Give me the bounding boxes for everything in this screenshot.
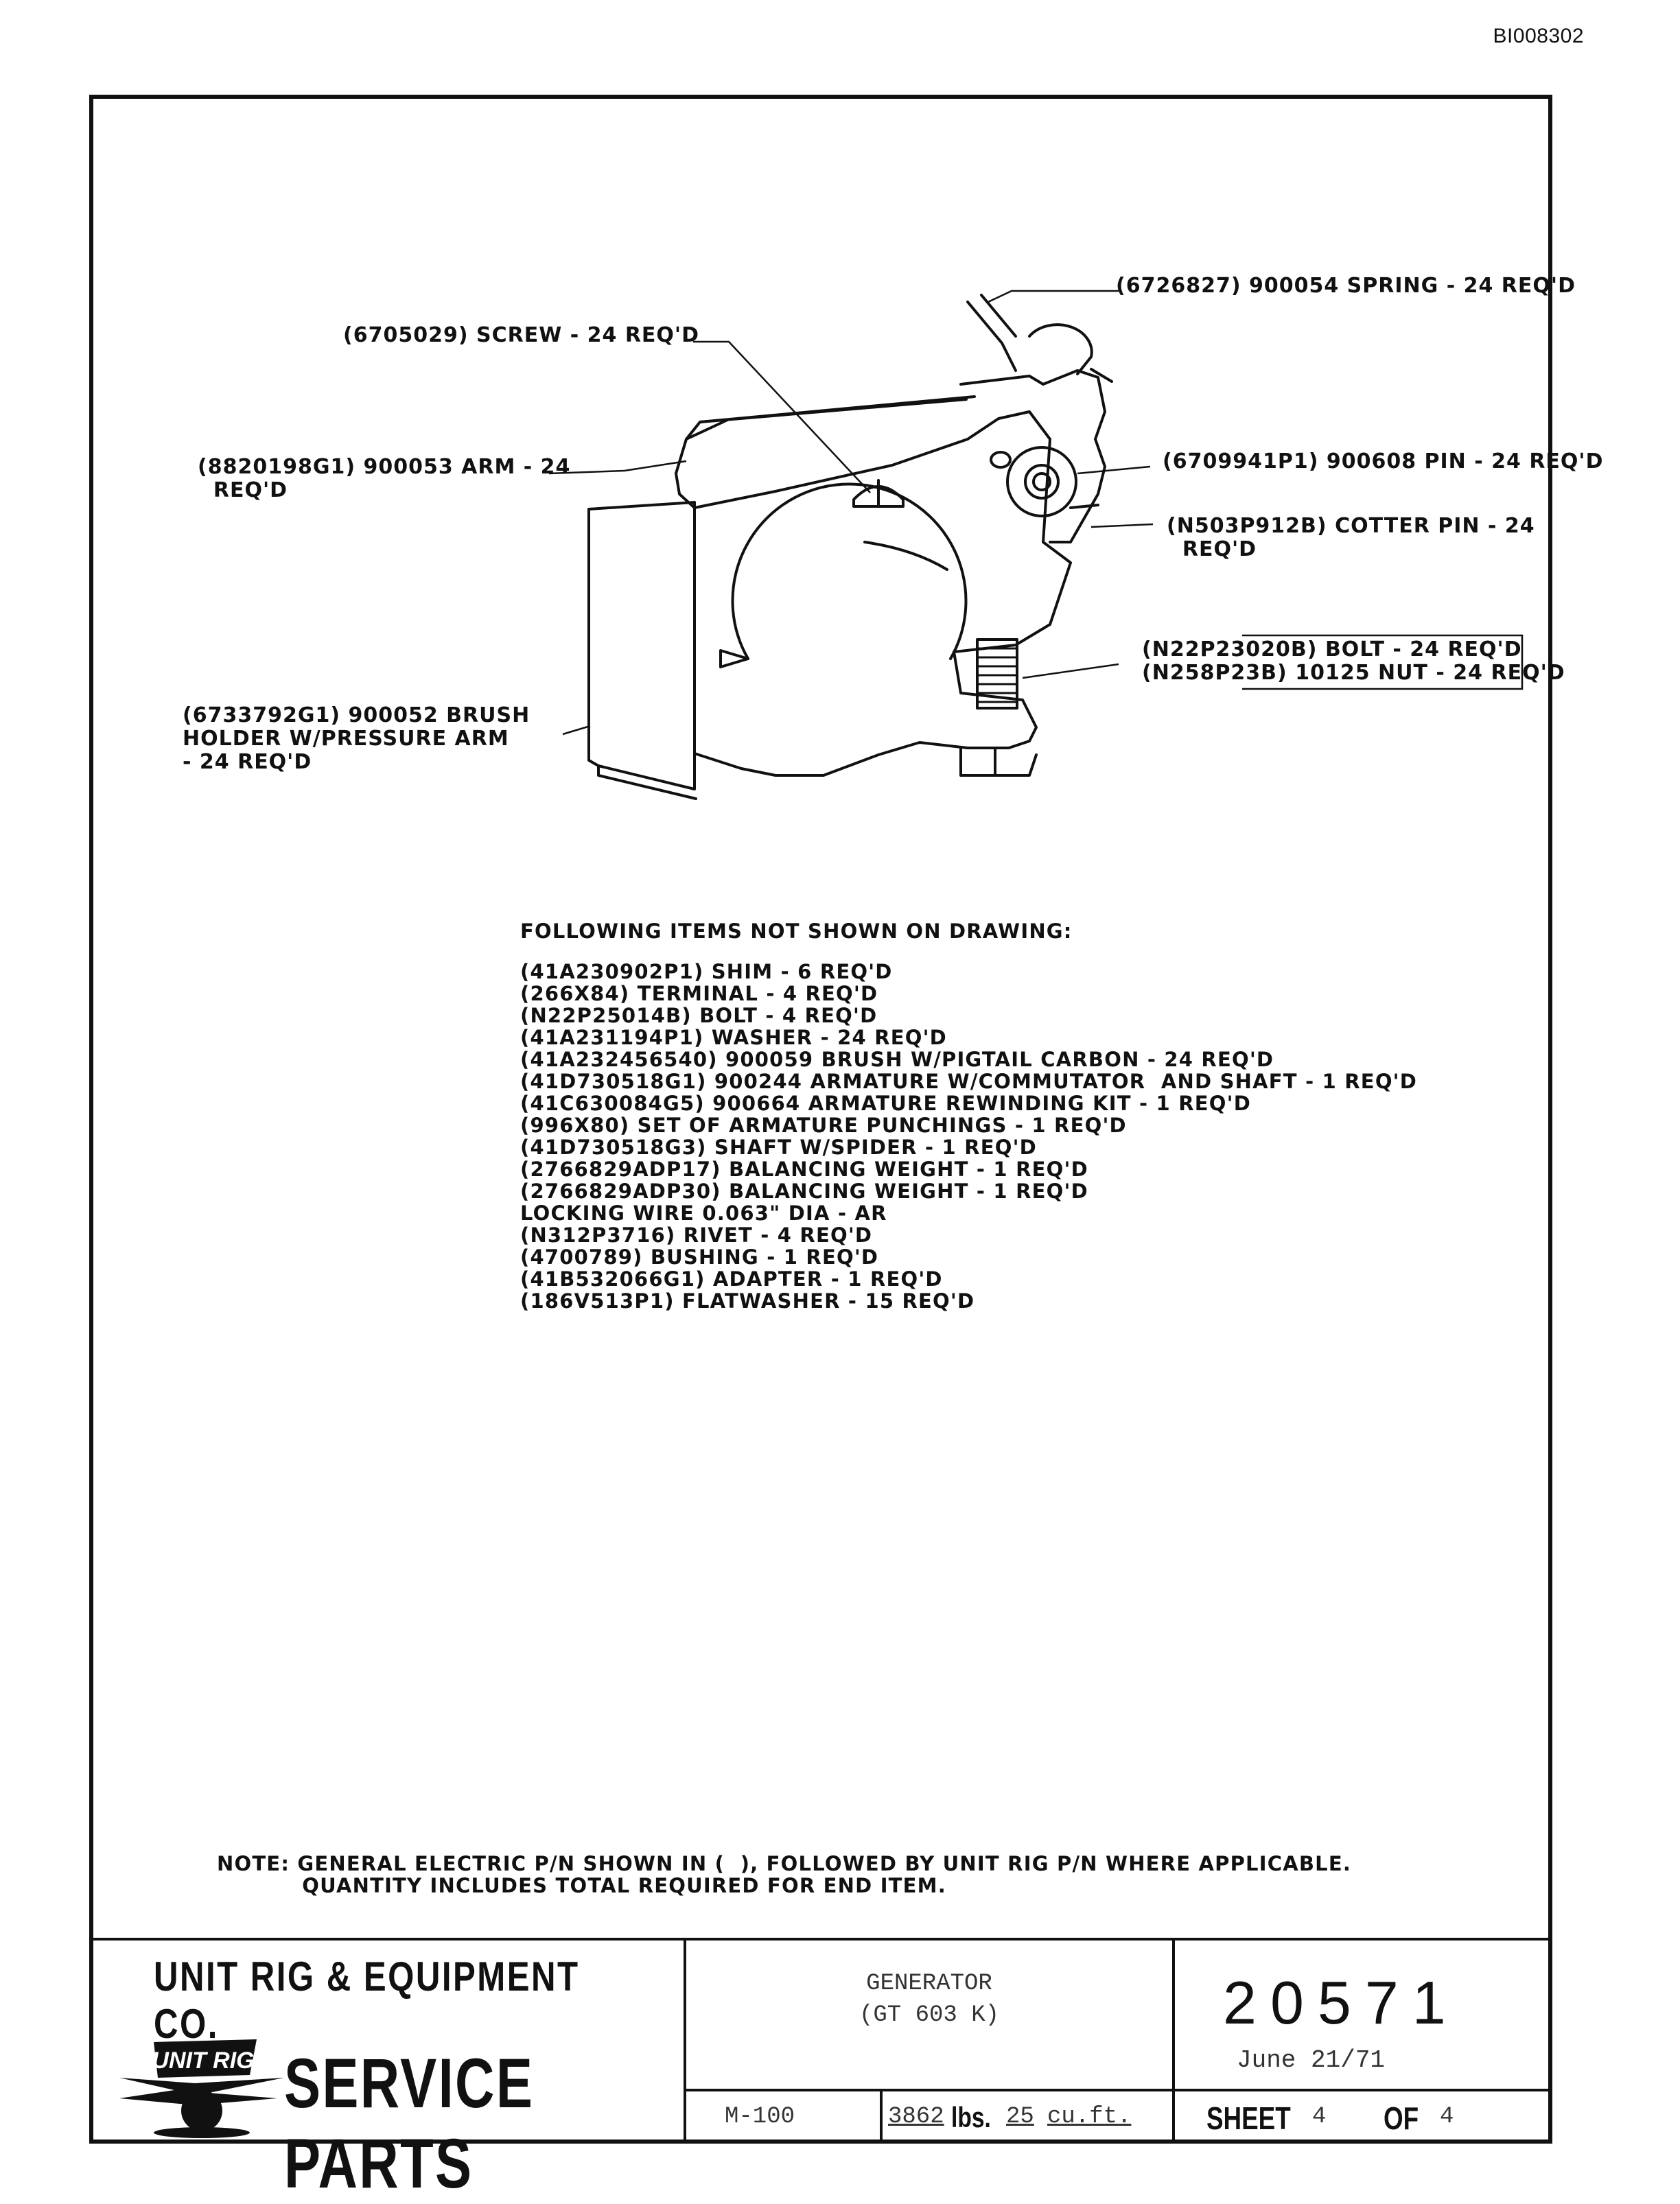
pin-head bbox=[1006, 446, 1077, 517]
brush-holder-block bbox=[587, 501, 696, 790]
pin-leader bbox=[1077, 465, 1151, 475]
screw-head bbox=[852, 485, 905, 508]
list-item: (N22P25014B) BOLT - 4 REQ'D bbox=[520, 1004, 878, 1027]
callout-arm: (8820198G1) 900053 ARM - 24 REQ'D bbox=[198, 455, 571, 502]
sheet-cell: SHEET 4 OF 4 bbox=[1172, 2089, 1552, 2144]
component-model: (GT 603 K) bbox=[859, 2002, 1000, 2028]
list-item: (N312P3716) RIVET - 4 REQ'D bbox=[520, 1223, 873, 1247]
list-item: (186V513P1) FLATWASHER - 15 REQ'D bbox=[520, 1289, 975, 1313]
list-item: (996X80) SET OF ARMATURE PUNCHINGS - 1 R… bbox=[520, 1114, 1127, 1137]
items-not-shown-list: FOLLOWING ITEMS NOT SHOWN ON DRAWING: (4… bbox=[520, 919, 1417, 1312]
spring-leader bbox=[988, 290, 1119, 303]
callout-brush-holder: (6733792G1) 900052 BRUSH HOLDER W/PRESSU… bbox=[183, 703, 530, 774]
list-item: (2766829ADP30) BALANCING WEIGHT - 1 REQ'… bbox=[520, 1180, 1088, 1203]
list-item: (41D730518G1) 900244 ARMATURE W/COMMUTAT… bbox=[520, 1070, 1418, 1093]
company-cell: UNIT RIG & EQUIPMENT CO. UNIT RIG SERVIC… bbox=[89, 1938, 686, 2203]
callout-bolt: (N22P23020B) BOLT - 24 REQ'D bbox=[1142, 637, 1522, 661]
clamp-body bbox=[693, 410, 1072, 777]
callout-nut: (N258P23B) 10125 NUT - 24 REQ'D bbox=[1142, 661, 1565, 685]
shipping-weight: 3862 bbox=[888, 2104, 944, 2130]
list-item: (41A231194P1) WASHER - 24 REQ'D bbox=[520, 1026, 947, 1049]
unit-rig-logo-icon: UNIT RIG bbox=[119, 2039, 284, 2138]
sheet-total: 4 bbox=[1440, 2104, 1454, 2130]
list-item: (41A230902P1) SHIM - 6 REQ'D bbox=[520, 960, 893, 983]
spring-tab bbox=[966, 301, 1017, 372]
bolt-leader bbox=[1022, 663, 1119, 679]
list-item: (41A232456540) 900059 BRUSH W/PIGTAIL CA… bbox=[520, 1048, 1274, 1071]
weight-unit: lbs. bbox=[951, 2101, 991, 2133]
callout-screw: (6705029) SCREW - 24 REQ'D bbox=[343, 323, 700, 347]
nut bbox=[959, 747, 1038, 777]
cotter-pin-leader bbox=[1090, 523, 1154, 528]
list-item: LOCKING WIRE 0.063" DIA - AR bbox=[520, 1201, 887, 1225]
volume-unit: cu.ft. bbox=[1047, 2104, 1132, 2130]
sheet-number: 4 bbox=[1312, 2104, 1327, 2130]
shipping-volume: 25 bbox=[1006, 2104, 1034, 2130]
company-name: UNIT RIG & EQUIPMENT CO. bbox=[154, 1954, 580, 2047]
callout-pin: (6709941P1) 900608 PIN - 24 REQ'D bbox=[1163, 449, 1604, 473]
drawing-number: 20571 bbox=[1223, 1969, 1460, 2037]
arm-leader bbox=[548, 460, 687, 475]
list-item: (2766829ADP17) BALANCING WEIGHT - 1 REQ'… bbox=[520, 1158, 1088, 1181]
items-not-shown-heading: FOLLOWING ITEMS NOT SHOWN ON DRAWING: bbox=[520, 919, 1073, 943]
spring-head bbox=[959, 369, 1106, 543]
list-item: (41D730518G3) SHAFT W/SPIDER - 1 REQ'D bbox=[520, 1136, 1037, 1159]
weight-volume-cell: 3862 lbs. 25 cu.ft. bbox=[880, 2089, 1175, 2144]
list-item: (41C630084G5) 900664 ARMATURE REWINDING … bbox=[520, 1092, 1251, 1115]
title-block: UNIT RIG & EQUIPMENT CO. UNIT RIG SERVIC… bbox=[89, 1938, 1552, 2203]
of-label: OF bbox=[1384, 2100, 1419, 2136]
service-parts-title: SERVICE PARTS bbox=[284, 2044, 535, 2203]
sheet-label: SHEET bbox=[1206, 2100, 1291, 2136]
screw-leader bbox=[693, 340, 871, 493]
drawing-number-cell: 20571 June 21/71 bbox=[1172, 1938, 1552, 2091]
list-item: (4700789) BUSHING - 1 REQ'D bbox=[520, 1245, 879, 1269]
callout-cotter-pin: (N503P912B) COTTER PIN - 24 REQ'D bbox=[1167, 514, 1535, 561]
list-item: (41B532066G1) ADAPTER - 1 REQ'D bbox=[520, 1267, 943, 1291]
bolt-threads bbox=[976, 638, 1018, 710]
general-note: NOTE: GENERAL ELECTRIC P/N SHOWN IN ( ),… bbox=[217, 1852, 1352, 1897]
drawing-date: June 21/71 bbox=[1237, 2046, 1386, 2074]
clamp-bore bbox=[731, 482, 968, 660]
component-name: GENERATOR bbox=[866, 1971, 992, 1997]
vehicle-cell: M-100 bbox=[684, 2089, 883, 2144]
vehicle-model: M-100 bbox=[725, 2104, 795, 2130]
brush-holder-leader bbox=[562, 725, 591, 736]
logo-text: UNIT RIG bbox=[152, 2048, 254, 2074]
callout-spring: (6726827) 900054 SPRING - 24 REQ'D bbox=[1116, 274, 1576, 298]
document-id: BI008302 bbox=[1493, 25, 1584, 47]
list-item: (266X84) TERMINAL - 4 REQ'D bbox=[520, 982, 878, 1005]
component-cell: GENERATOR (GT 603 K) bbox=[684, 1938, 1175, 2091]
bolt-nut-bracket bbox=[1242, 634, 1524, 690]
